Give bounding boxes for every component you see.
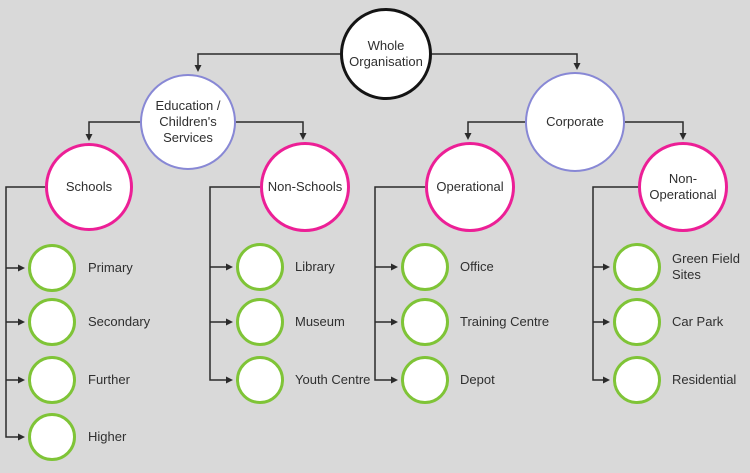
node-label: Corporate <box>546 114 604 130</box>
leaf-circle-further <box>28 356 76 404</box>
leaf-label-higher: Higher <box>88 428 127 444</box>
node-label: Non-Schools <box>267 179 343 195</box>
leaf-label-library: Library <box>295 258 335 274</box>
connector-education-nonschools <box>236 121 307 140</box>
leaf-circle-youth-centre <box>236 356 284 404</box>
node-non-schools: Non-Schools <box>260 142 350 232</box>
connector-corporate-nonoperational <box>625 121 687 140</box>
leaf-circle-museum <box>236 298 284 346</box>
node-label: Whole Organisation <box>349 38 423 69</box>
leaf-label-residential: Residential <box>672 371 737 387</box>
leaf-label-youth-centre: Youth Centre <box>295 371 371 387</box>
node-label: Schools <box>65 179 113 195</box>
connector-root-education <box>194 53 340 72</box>
connector-nonoperational-trunk <box>592 186 638 384</box>
leaf-label-secondary: Secondary <box>88 313 151 329</box>
node-operational: Operational <box>425 142 515 232</box>
leaf-label-museum: Museum <box>295 313 345 329</box>
leaf-label-green-field-sites: Green Field Sites <box>672 250 740 282</box>
node-whole-organisation: Whole Organisation <box>340 8 432 100</box>
node-non-operational: Non-Operational <box>638 142 728 232</box>
leaf-circle-higher <box>28 413 76 461</box>
leaf-label-primary: Primary <box>88 259 133 275</box>
leaf-label-car-park: Car Park <box>672 313 724 329</box>
leaf-circle-library <box>236 243 284 291</box>
leaf-circle-primary <box>28 244 76 292</box>
connector-corporate-operational <box>464 121 525 140</box>
leaf-label-depot: Depot <box>460 371 495 387</box>
leaf-label-office: Office <box>460 258 494 274</box>
connector-schools-trunk <box>5 186 45 441</box>
leaf-circle-secondary <box>28 298 76 346</box>
connector-education-schools <box>85 121 140 141</box>
leaf-circle-depot <box>401 356 449 404</box>
leaf-label-training-centre: Training Centre <box>460 313 550 329</box>
node-schools: Schools <box>45 143 133 231</box>
leaf-circle-car-park <box>613 298 661 346</box>
connector-nonschools-trunk <box>209 186 260 384</box>
node-label: Non-Operational <box>649 171 717 202</box>
connector-root-corporate <box>432 53 581 70</box>
node-label: Education / Children's Services <box>155 98 221 145</box>
leaf-circle-residential <box>613 356 661 404</box>
node-education-childrens-services: Education / Children's Services <box>140 74 236 170</box>
leaf-circle-training-centre <box>401 298 449 346</box>
leaf-circle-green-field-sites <box>613 243 661 291</box>
leaf-circle-office <box>401 243 449 291</box>
connector-operational-trunk <box>374 186 425 384</box>
leaf-label-further: Further <box>88 371 130 387</box>
node-label: Operational <box>436 179 504 195</box>
node-corporate: Corporate <box>525 72 625 172</box>
